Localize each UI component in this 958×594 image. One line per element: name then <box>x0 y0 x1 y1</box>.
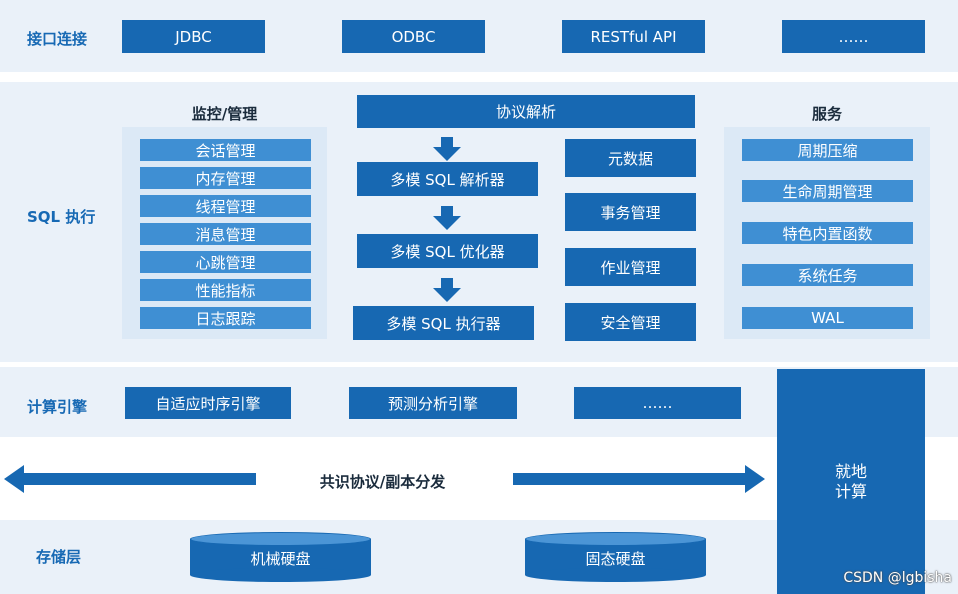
right-arrow-icon <box>513 465 765 493</box>
monitor-item: 会话管理 <box>140 139 311 161</box>
down-arrow-icon <box>433 137 461 161</box>
monitor-item: 日志跟踪 <box>140 307 311 329</box>
monitor-item: 内存管理 <box>140 167 311 189</box>
protocol-parse-box: 协议解析 <box>357 95 695 128</box>
monitor-item: 线程管理 <box>140 195 311 217</box>
service-item: WAL <box>742 307 913 329</box>
job-box: 作业管理 <box>565 248 696 286</box>
down-arrow-icon <box>433 206 461 230</box>
ssd-label: 固态硬盘 <box>585 550 646 568</box>
service-item: 周期压缩 <box>742 139 913 161</box>
interface-jdbc: JDBC <box>122 20 265 53</box>
interface-odbc: ODBC <box>342 20 485 53</box>
sql-optimizer-box: 多模 SQL 优化器 <box>357 234 538 268</box>
metadata-box: 元数据 <box>565 139 696 177</box>
hdd-label: 机械硬盘 <box>250 550 311 568</box>
monitor-item: 性能指标 <box>140 279 311 301</box>
monitor-item: 消息管理 <box>140 223 311 245</box>
local-compute-line1: 就地 <box>834 461 867 481</box>
interface-more: …… <box>782 20 925 53</box>
compute-more: …… <box>574 387 741 419</box>
consensus-label: 共识协议/副本分发 <box>319 473 446 491</box>
monitor-title: 监控/管理 <box>191 105 258 123</box>
interface-label: 接口连接 <box>27 30 88 48</box>
security-box: 安全管理 <box>565 303 696 341</box>
left-arrow-icon <box>4 465 256 493</box>
sql-parser-box: 多模 SQL 解析器 <box>357 162 538 196</box>
compute-predictive: 预测分析引擎 <box>349 387 517 419</box>
monitor-item: 心跳管理 <box>140 251 311 273</box>
storage-label: 存储层 <box>36 548 82 566</box>
sql-label: SQL 执行 <box>27 208 96 226</box>
transaction-box: 事务管理 <box>565 193 696 231</box>
ssd-cylinder: 固态硬盘 <box>525 532 706 582</box>
service-item: 生命周期管理 <box>742 180 913 202</box>
services-title: 服务 <box>811 105 842 123</box>
service-item: 系统任务 <box>742 264 913 286</box>
compute-label: 计算引擎 <box>27 398 88 416</box>
local-compute-box: 就地 计算 <box>777 369 925 594</box>
local-compute-line2: 计算 <box>834 481 867 501</box>
hdd-cylinder: 机械硬盘 <box>190 532 371 582</box>
interface-restful: RESTful API <box>562 20 705 53</box>
compute-adaptive-ts: 自适应时序引擎 <box>125 387 291 419</box>
down-arrow-icon <box>433 278 461 302</box>
service-item: 特色内置函数 <box>742 222 913 244</box>
watermark: CSDN @lgbisha <box>843 570 952 586</box>
sql-executor-box: 多模 SQL 执行器 <box>353 306 534 340</box>
